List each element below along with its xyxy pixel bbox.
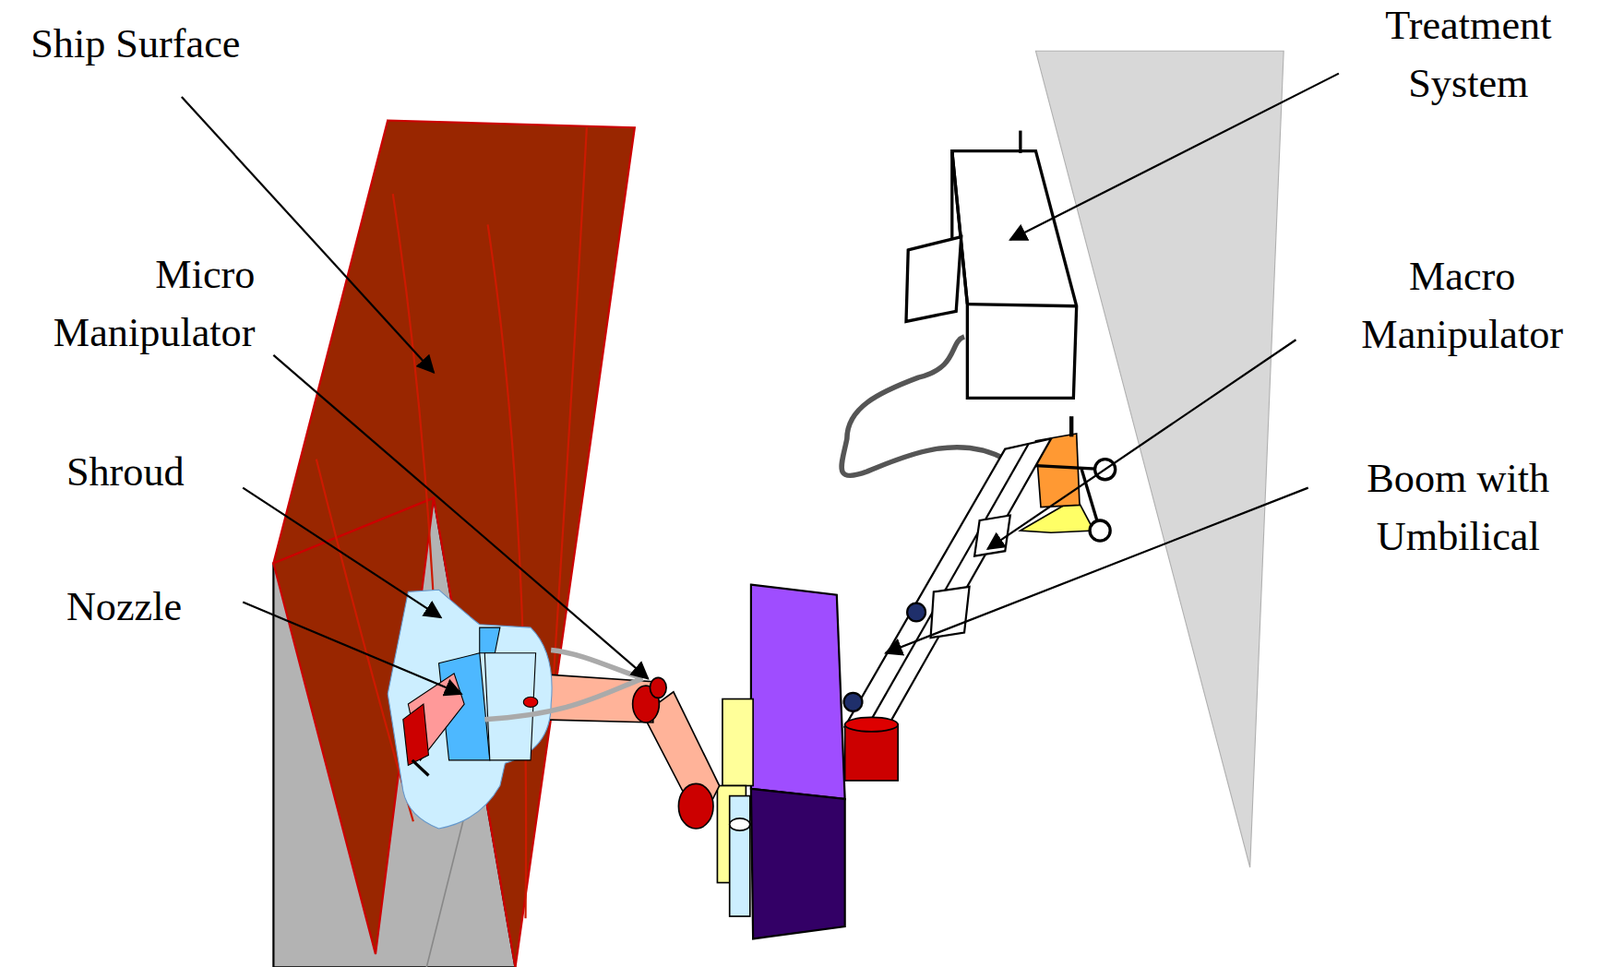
surface-streaks bbox=[316, 127, 587, 919]
part-label: Treatment System bbox=[1334, 0, 1600, 113]
dock-wall bbox=[1035, 50, 1284, 868]
micro-arm bbox=[530, 673, 720, 829]
part-label: Shroud bbox=[66, 442, 291, 502]
base-columns bbox=[716, 699, 753, 918]
treatment-system bbox=[906, 131, 1077, 399]
ship-surface-lower bbox=[273, 498, 434, 955]
boom bbox=[844, 439, 1051, 728]
part-label: Ship Surface bbox=[30, 13, 337, 72]
base-block-dark bbox=[751, 788, 846, 940]
part-label: Micro Manipulator bbox=[5, 244, 256, 361]
part-label: Macro Manipulator bbox=[1328, 247, 1597, 364]
umbilical-cable bbox=[841, 336, 1005, 476]
base-cylinder bbox=[845, 716, 899, 781]
micro-hose bbox=[484, 649, 643, 719]
part-label: Nozzle bbox=[66, 577, 291, 636]
part-label: Boom with Umbilical bbox=[1324, 449, 1592, 566]
leader-lines bbox=[181, 73, 1339, 694]
shroud bbox=[387, 589, 552, 829]
base-block bbox=[751, 585, 846, 800]
